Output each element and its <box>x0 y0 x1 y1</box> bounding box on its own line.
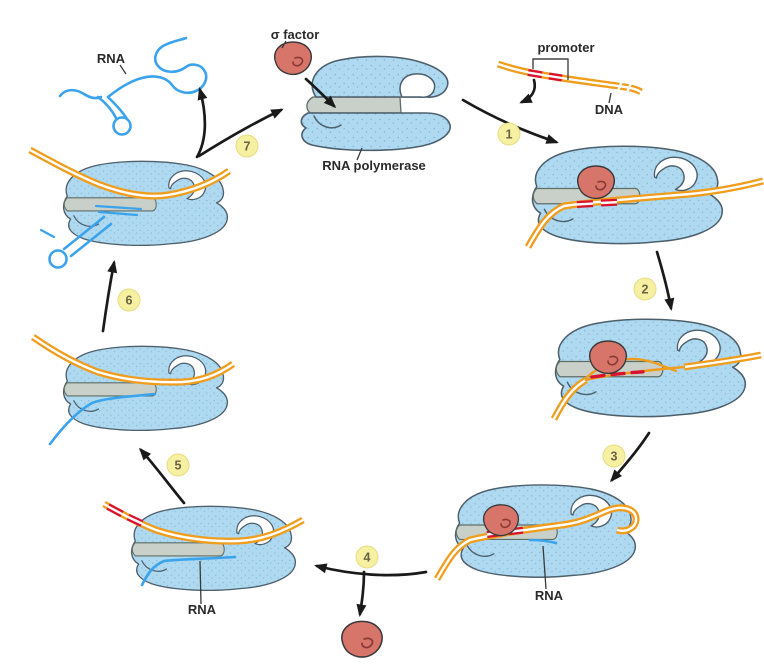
svg-text:2: 2 <box>642 283 649 297</box>
arrow-step-7-rna <box>195 87 208 159</box>
svg-text:5: 5 <box>175 459 182 473</box>
stage-rna-synthesis-begins: RNA <box>434 484 640 603</box>
stage-elongation-early: RNA <box>102 500 305 617</box>
released-rna-molecule: RNA <box>58 36 208 136</box>
rna-left-label: RNA <box>188 602 217 617</box>
arrow-step-2 <box>655 250 675 311</box>
step-badge-3: 3 <box>602 444 626 468</box>
polymerase-channel <box>306 96 402 114</box>
sigma-factor-blob <box>482 504 520 537</box>
arrow-step-3 <box>610 431 651 483</box>
sigma-factor-blob <box>273 41 313 76</box>
stage-closed-complex <box>524 145 764 249</box>
svg-text:3: 3 <box>611 450 618 464</box>
step-badge-2: 2 <box>633 277 657 301</box>
svg-text:7: 7 <box>244 140 251 154</box>
nascent-rna <box>48 392 157 446</box>
rna-hairpin-loop <box>48 249 68 269</box>
free-dna-with-promoter: promoter DNA <box>496 40 643 117</box>
polymerase-lower-lobe <box>300 112 451 152</box>
sigma-binding-arrow <box>304 77 337 109</box>
stage-termination <box>28 146 232 269</box>
arrow-step-6 <box>101 260 118 333</box>
svg-text:6: 6 <box>126 294 133 308</box>
rna-hairpin-stem <box>62 215 106 251</box>
step-badge-1: 1 <box>497 122 521 146</box>
rna-right-label: RNA <box>535 588 564 603</box>
promoter-label: promoter <box>537 40 594 55</box>
step-badge-7: 7 <box>235 134 259 158</box>
arrow-step-7-polymerase <box>197 108 284 158</box>
free-rna-polymerase: σ factor RNA polymerase <box>271 27 451 173</box>
promoter-mark <box>630 370 645 375</box>
nascent-rna <box>140 555 237 587</box>
rna-hairpin-loop <box>112 116 132 136</box>
arrow-step-5 <box>139 447 186 505</box>
polymerase-claw-notch <box>399 73 436 98</box>
dna-label: DNA <box>595 102 624 117</box>
rna-polymerase-label: RNA polymerase <box>322 158 426 173</box>
sigma-factor-blob <box>588 340 628 375</box>
step-badge-5: 5 <box>166 453 190 477</box>
arrow-step-4 <box>314 563 428 577</box>
svg-text:4: 4 <box>364 551 371 565</box>
promoter-mark <box>610 371 626 377</box>
arrow-dna-join <box>519 78 537 104</box>
nascent-rna <box>528 538 558 545</box>
released-sigma-factor <box>340 620 384 658</box>
step-badge-6: 6 <box>117 288 141 312</box>
arrow-sigma-release <box>356 570 367 617</box>
stage-elongation-late <box>31 334 236 446</box>
sigma-factor-blob <box>576 165 616 200</box>
rna-hairpin-stem <box>69 222 113 258</box>
stage-open-complex <box>550 318 762 421</box>
promoter-mark <box>590 373 606 379</box>
rna-top-label: RNA <box>97 51 126 66</box>
step-badge-4: 4 <box>355 545 379 569</box>
svg-text:1: 1 <box>506 128 513 142</box>
sigma-factor-label: σ factor <box>271 27 320 42</box>
